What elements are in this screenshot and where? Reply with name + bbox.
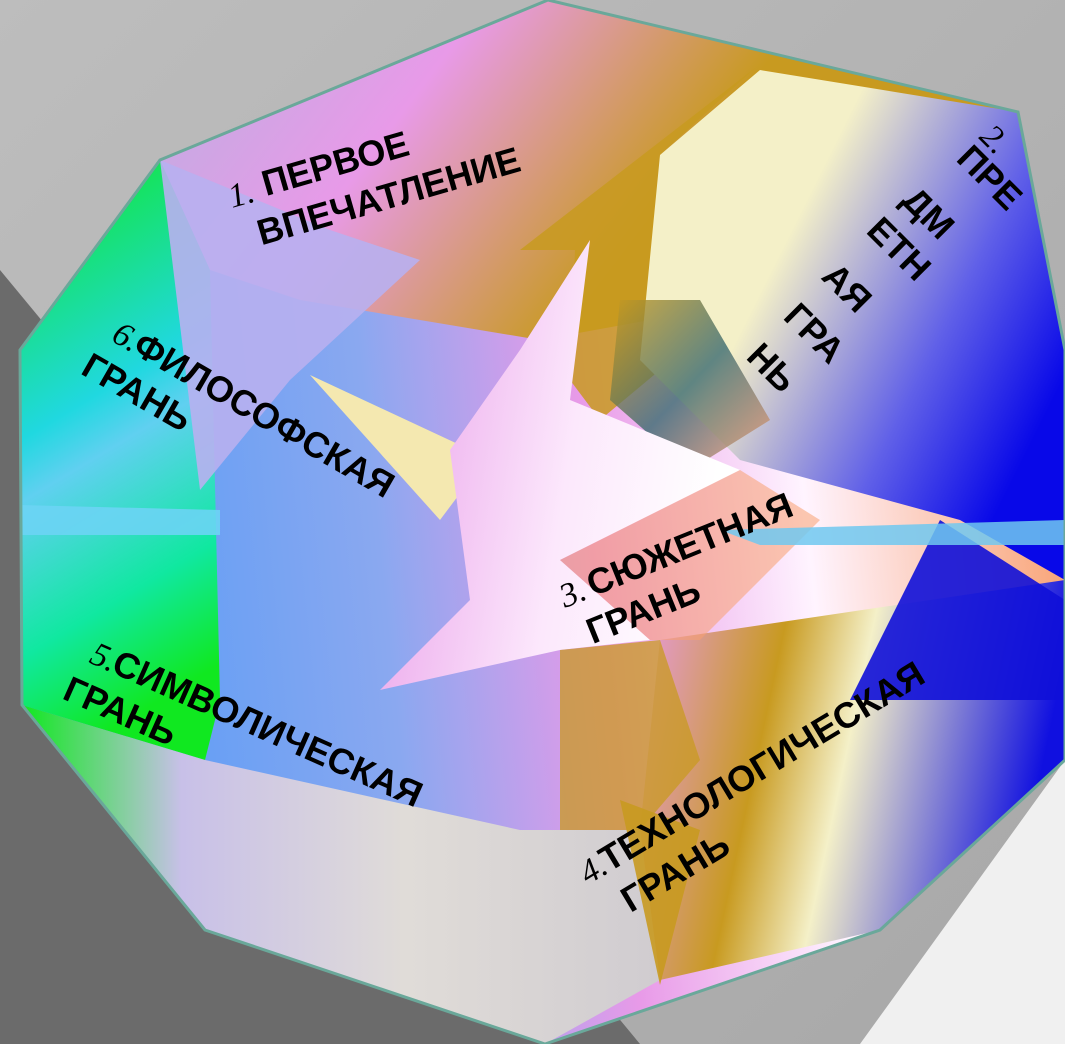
diagram-canvas: 1. ПЕРВОЕ ВПЕЧАТЛЕНИЕ 2. ПРЕ ДМ ЕТН АЯ Г… xyxy=(0,0,1065,1044)
crystal-diagram: 1. ПЕРВОЕ ВПЕЧАТЛЕНИЕ 2. ПРЕ ДМ ЕТН АЯ Г… xyxy=(0,0,1065,1044)
